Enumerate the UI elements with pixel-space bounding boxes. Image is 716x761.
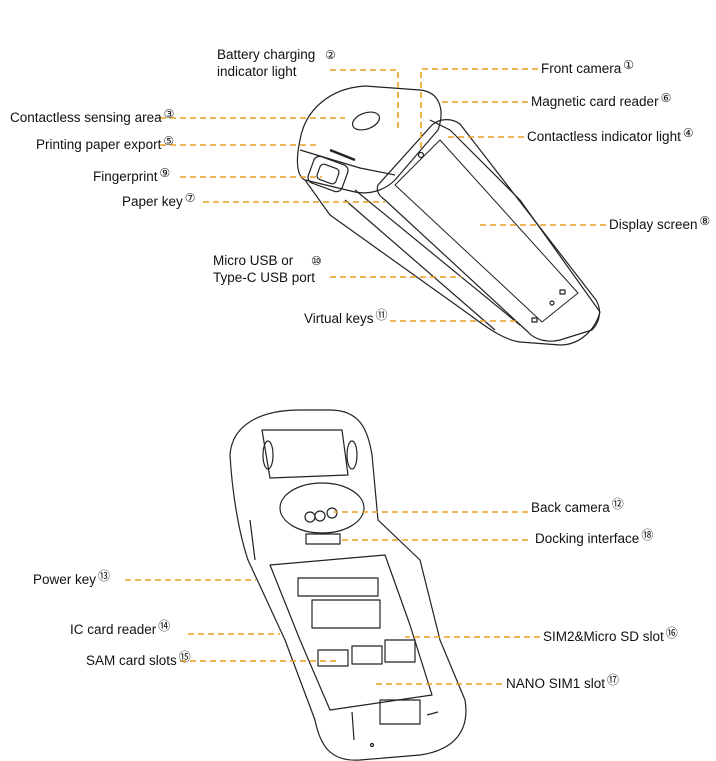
display-screen-text: Display screen [609, 217, 698, 232]
label-usb-port: Micro USB or ⑩ [213, 253, 322, 269]
usb-number: ⑩ [311, 254, 322, 268]
camera-housing [279, 482, 365, 534]
docking-number: ⑱ [641, 528, 654, 542]
leader-battery [330, 69, 399, 130]
contactless-area-number: ③ [163, 107, 175, 121]
label-battery-indicator: Battery charging ② [217, 47, 336, 63]
usb-line2: Type-C USB port [213, 270, 316, 285]
nano-sim1-text: NANO SIM1 slot [506, 676, 606, 691]
magnetic-reader-text: Magnetic card reader [531, 94, 659, 109]
display-screen-number: ⑧ [699, 214, 711, 228]
nfc-logo [351, 111, 381, 131]
magnetic-reader-number: ⑥ [660, 91, 672, 105]
label-battery-indicator-line2: indicator light [217, 64, 297, 80]
virtual-keys-number: ⑪ [375, 308, 388, 322]
screen-bezel [376, 119, 601, 342]
leader-front-camera [420, 68, 538, 148]
contactless-light-text: Contactless indicator light [527, 129, 681, 144]
sam-slot-2 [351, 645, 383, 665]
battery-number: ② [325, 48, 336, 62]
nano-sim1-number: ⑰ [607, 673, 620, 687]
display-screen-outline [394, 139, 579, 323]
back-camera-lens [304, 511, 316, 523]
sam-slots-number: ⑮ [178, 650, 191, 664]
front-camera-number: ① [623, 58, 635, 72]
front-camera-dot [417, 151, 425, 159]
contactless-light-number: ④ [682, 126, 694, 140]
paper-key-text: Paper key [122, 194, 183, 209]
sim2-sd-number: ⑯ [665, 626, 678, 640]
sam-slot-1 [317, 649, 349, 667]
paper-key-number: ⑦ [184, 191, 196, 205]
sim-slots [384, 639, 416, 663]
virtual-keys-text: Virtual keys [304, 311, 374, 326]
printing-export-number: ⑤ [163, 134, 175, 148]
front-camera-text: Front camera [541, 61, 622, 76]
battery-line2: indicator light [217, 64, 297, 79]
usb-line1: Micro USB or [213, 253, 294, 268]
battery-compartment [269, 554, 433, 711]
ic-reader-text: IC card reader [70, 622, 157, 637]
power-key-text: Power key [33, 572, 97, 587]
label-usb-port-line2: Type-C USB port [213, 270, 315, 286]
back-device-body [229, 409, 467, 761]
battery-line1: Battery charging [217, 47, 316, 62]
docking-connector [305, 533, 341, 545]
back-camera-text: Back camera [531, 500, 610, 515]
back-camera-number: ⑫ [611, 497, 624, 511]
printer-cover [261, 429, 349, 479]
fingerprint-text: Fingerprint [93, 169, 158, 184]
contactless-area-text: Contactless sensing area [10, 110, 162, 125]
docking-text: Docking interface [535, 531, 640, 546]
power-key-number: ⑬ [98, 569, 111, 583]
sim2-sd-text: SIM2&Micro SD slot [543, 629, 664, 644]
fingerprint-number: ⑨ [159, 166, 171, 180]
ic-reader-number: ⑭ [158, 619, 171, 633]
fingerprint-sensor [307, 155, 349, 193]
sam-slots-text: SAM card slots [86, 653, 177, 668]
printing-export-text: Printing paper export [36, 137, 162, 152]
